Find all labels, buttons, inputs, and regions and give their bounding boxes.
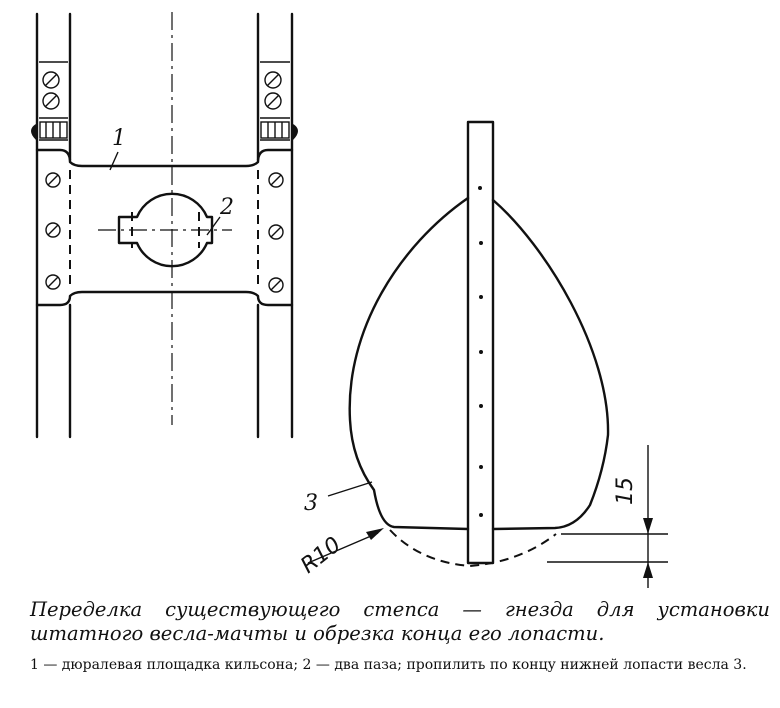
label-part-1: 1 bbox=[112, 126, 126, 151]
oar-blade-outline bbox=[348, 196, 470, 531]
figure-caption: Переделка существующего степса — гнезда … bbox=[30, 598, 770, 645]
keelson-plate bbox=[35, 148, 294, 168]
diagram: 1 2 3 R10 15 bbox=[31, 12, 668, 588]
figure-legend: 1 — дюралевая площадка кильсона; 2 — два… bbox=[30, 657, 747, 673]
shaft-rivets bbox=[478, 186, 483, 517]
dimension-15: 15 bbox=[547, 445, 668, 588]
left-bracket bbox=[31, 124, 36, 140]
right-keelson-rail bbox=[256, 12, 294, 439]
mast-hole-with-slots bbox=[117, 192, 214, 268]
radius-label: R10 bbox=[296, 532, 345, 578]
oar-shaft bbox=[466, 120, 495, 565]
label-part-3: 3 bbox=[304, 491, 318, 516]
original-blade-end bbox=[389, 529, 557, 568]
oar-blade-drawing: 3 R10 15 bbox=[296, 120, 668, 588]
right-bracket bbox=[293, 124, 298, 140]
mast-step-drawing: 1 2 bbox=[31, 12, 298, 439]
screw-icons-left bbox=[42, 71, 61, 290]
left-keelson-rail bbox=[35, 12, 72, 439]
label-part-2: 2 bbox=[219, 195, 234, 220]
screw-icons-right bbox=[264, 71, 284, 293]
dimension-label: 15 bbox=[613, 477, 638, 505]
